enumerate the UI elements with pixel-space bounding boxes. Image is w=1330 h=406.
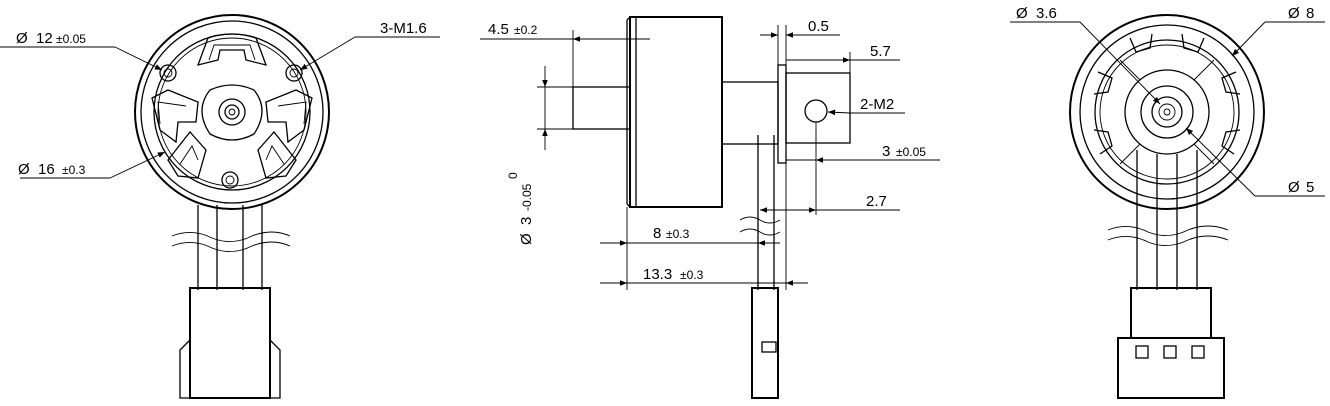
dim-side-tab-holes: 2-M2	[827, 96, 905, 116]
rear-motor-body	[1069, 14, 1265, 210]
side-shaft-length-tol: ±0.2	[514, 23, 538, 37]
side-hole-offset-value: 2.7	[866, 193, 887, 210]
side-view: 4.5 ±0.2 Ø 3 0 -0.05 0.5	[480, 16, 940, 399]
front-hub	[201, 84, 263, 141]
front-lead-wires	[171, 205, 291, 290]
dim-front-outer-diameter: Ø 16 ±0.3	[18, 151, 166, 179]
rear-inner-diameter-value: 5	[1306, 179, 1314, 196]
side-terminal-tab	[777, 64, 851, 164]
front-threaded-holes-label: 3-M1.6	[380, 20, 427, 37]
front-view: Ø 16 ±0.3 Ø 12 ±0.05 3-M1.6	[0, 14, 440, 399]
side-tab-length-value: 5.7	[870, 43, 891, 60]
side-tab-holes-label: 2-M2	[860, 96, 894, 113]
rear-inner-diameter-symbol: Ø	[1288, 179, 1300, 196]
side-body-length-value: 8	[653, 225, 661, 242]
side-shaft-length-value: 4.5	[488, 21, 509, 38]
dim-rear-inner-diameter: Ø 5	[1185, 127, 1325, 197]
rear-connector	[1117, 287, 1225, 399]
dim-front-threaded-holes: 3-M1.6	[299, 20, 440, 71]
dim-front-bolt-circle: Ø 12 ±0.05	[0, 30, 163, 71]
side-overall-length-value: 13.3	[643, 266, 672, 283]
rear-view: Ø 3.6 Ø 8 Ø 5	[1010, 5, 1325, 399]
dim-rear-outer-diameter: Ø 8	[1231, 5, 1325, 57]
dim-side-body-length: 8 ±0.3	[600, 207, 780, 290]
side-shaft	[572, 86, 631, 130]
side-hub	[721, 81, 779, 145]
front-outer-diameter-symbol: Ø	[18, 161, 30, 178]
side-shaft-diameter-symbol: Ø	[518, 233, 535, 245]
dim-side-hole-position: 3 ±0.05	[785, 122, 940, 290]
front-bolt-circle-symbol: Ø	[16, 30, 28, 47]
rear-hub-diameter-value: 3.6	[1036, 5, 1057, 22]
front-connector	[179, 287, 281, 399]
dim-side-hole-offset: 2.7	[760, 193, 900, 213]
side-motor-body	[626, 16, 723, 208]
dim-rear-hub-diameter: Ø 3.6	[1010, 5, 1161, 105]
dim-side-tab-length: 5.7	[786, 43, 900, 73]
front-motor-body	[134, 14, 330, 210]
rear-hub	[1124, 69, 1210, 155]
front-bolt-circle-value: 12	[36, 30, 53, 47]
side-hole-position-value: 3	[882, 143, 890, 160]
front-stator-slots	[151, 33, 313, 179]
rear-outer-diameter-symbol: Ø	[1288, 5, 1300, 22]
dim-side-shaft-diameter: Ø 3 0 -0.05	[506, 66, 573, 245]
rear-outer-diameter-value: 8	[1306, 5, 1314, 22]
side-shaft-diameter-tol-lower: -0.05	[520, 183, 534, 211]
front-outer-diameter-tol: ±0.3	[62, 163, 86, 177]
side-shaft-diameter-value: 3	[518, 217, 535, 225]
side-body-length-tol: ±0.3	[666, 227, 690, 241]
side-hole-position-tol: ±0.05	[896, 145, 926, 159]
dim-side-tab-thickness: 0.5	[760, 18, 840, 65]
dim-side-shaft-length: 4.5 ±0.2	[480, 21, 650, 87]
side-overall-length-tol: ±0.3	[680, 268, 704, 282]
side-lead-wire	[739, 135, 781, 399]
side-tab-thickness-value: 0.5	[808, 18, 829, 35]
rear-lead-wires	[1107, 150, 1229, 290]
rear-hub-diameter-symbol: Ø	[1016, 5, 1028, 22]
rear-stator-teeth	[1093, 33, 1241, 165]
front-screw-holes	[159, 64, 303, 189]
dim-side-overall-length: 13.3 ±0.3	[600, 266, 808, 286]
front-bolt-circle-tol: ±0.05	[56, 32, 86, 46]
side-shaft-diameter-tol-upper: 0	[506, 172, 520, 179]
front-outer-diameter-value: 16	[38, 161, 55, 178]
